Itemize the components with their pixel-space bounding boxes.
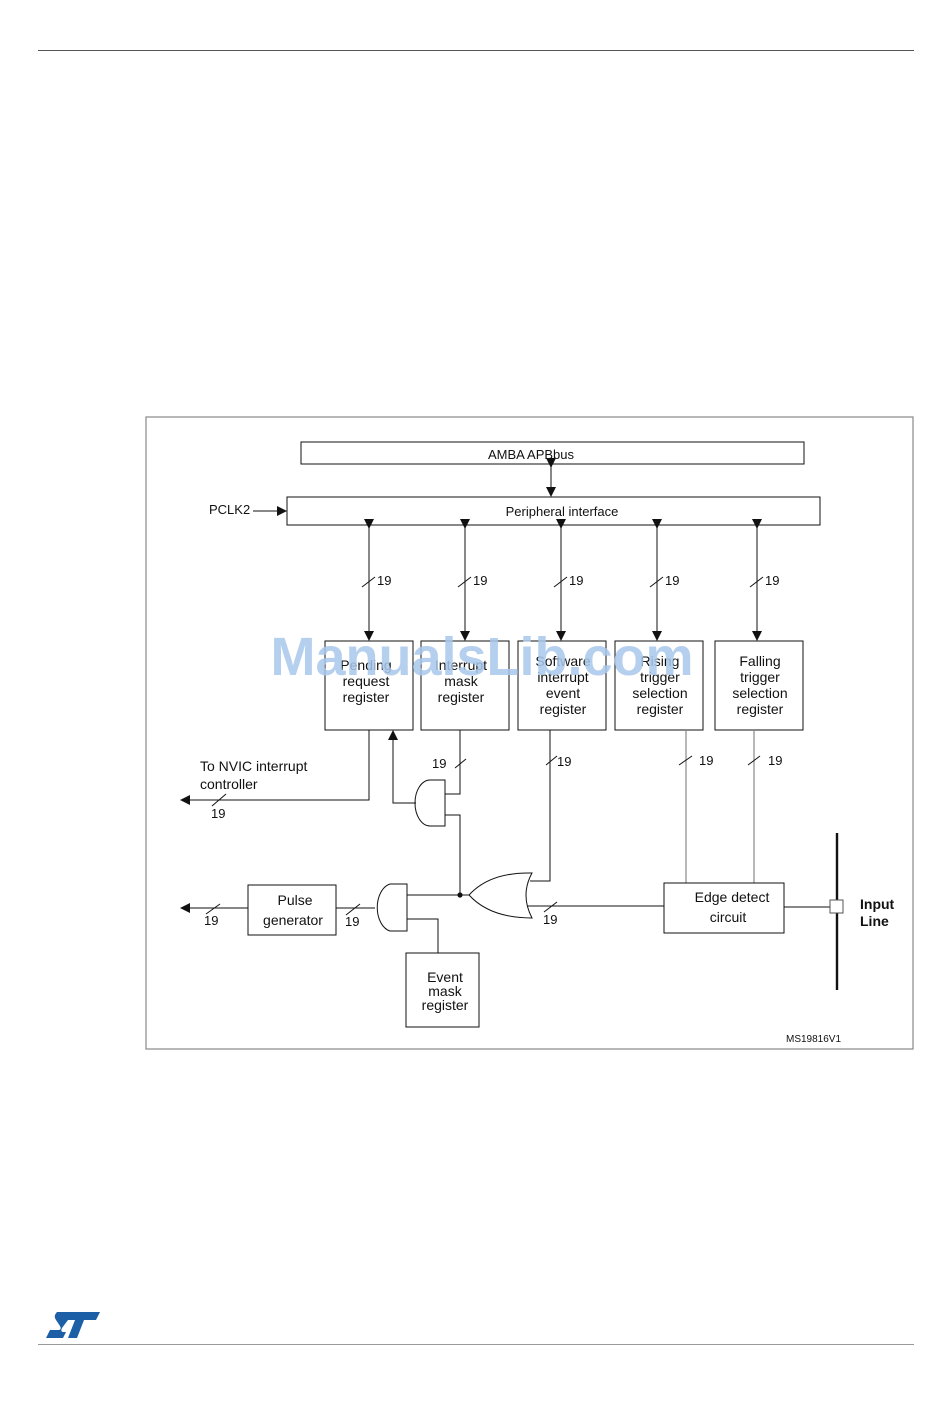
and-to-pending-wire [388,730,416,804]
rising-trigger-register-label-line-1: Rising [641,653,680,669]
pending-register-label-line-2: request [343,673,390,689]
amba-bus-label: AMBA APBbus [488,447,574,462]
event-mask-line-2: mask [428,983,462,999]
bus-slash [545,755,558,766]
interrupt-mask-register-box [420,640,510,731]
width-label: 19 [768,753,782,768]
and-gate-event [376,883,408,932]
edge-detect-box [663,882,785,934]
width-label: 19 [665,573,679,588]
bus-slash [553,576,568,588]
interrupt-mask-register-label-line-3: register [438,689,485,705]
rising-trigger-register-label-line-4: register [637,701,684,717]
nvic-label-line-2: controller [200,776,258,792]
falling-trigger-register-label-line-1: Falling [739,653,780,669]
event-mask-line-3: register [422,997,469,1013]
edge-detect-line-2: circuit [710,909,747,925]
bottom-rule [38,1344,914,1345]
rising-trigger-register-box [614,640,704,731]
bus-slash [749,576,764,588]
or-to-and-wire [445,814,461,895]
pulse-generator-box [247,884,337,936]
bus-slash [205,903,221,915]
edge-detect-line-1: Edge detect [695,889,770,905]
software-interrupt-register-label-line-3: event [546,685,580,701]
rising-trigger-register-label-line-2: trigger [640,669,680,685]
bus-slash [678,755,693,766]
bus-slash [345,903,361,916]
input-line-label-2: Line [860,913,889,929]
width-label: 19 [204,913,218,928]
bus-slash [454,758,467,769]
bus-slash [457,576,472,588]
st-logo [46,1312,100,1338]
pending-register-box [324,640,414,731]
width-label: 19 [765,573,779,588]
falling-trigger-register-label-line-4: register [737,701,784,717]
falling-trigger-register-label-line-2: trigger [740,669,780,685]
bus-slash [649,576,664,588]
bus-slash [747,755,761,766]
and-gate-interrupt [414,779,446,827]
figure-frame [145,416,914,1050]
pending-register-label-line-1: Pending [340,657,391,673]
or-gate [468,872,533,919]
watermark: ManualsLib.com [270,627,693,687]
nvic-label-line-1: To NVIC interrupt [200,758,307,774]
pending-register-label-line-3: register [343,689,390,705]
width-label: 19 [699,753,713,768]
width-label: 19 [543,912,557,927]
pending-to-nvic-wire [180,730,370,805]
event-mask-to-and-wire [407,918,439,953]
software-interrupt-register-label-line-1: Software [535,653,590,669]
software-interrupt-register-label-line-2: interrupt [537,669,588,685]
rising-trigger-register-label-line-3: selection [632,685,687,701]
figure-id: MS19816V1 [786,1034,841,1045]
pulse-generator-line-1: Pulse [277,892,312,908]
width-label: 19 [345,914,359,929]
width-label: 19 [432,756,446,771]
width-label: 19 [569,573,583,588]
peripheral-interface-box [286,496,821,526]
input-line-label-1: Input [860,896,895,912]
pclk2-label: PCLK2 [209,502,250,517]
event-mask-line-1: Event [427,969,463,985]
software-interrupt-register-box [517,640,607,731]
bus-slash [211,793,227,807]
bus-slash [361,576,376,588]
bus-slash [543,901,558,913]
interrupt-mask-register-label-line-2: mask [444,673,478,689]
width-label: 19 [211,806,225,821]
peripheral-interface-label: Peripheral interface [506,504,619,519]
falling-trigger-register-label-line-3: selection [732,685,787,701]
width-label: 19 [473,573,487,588]
imr-to-and-wire [445,730,461,795]
input-pin [829,899,844,914]
event-mask-register-box [405,952,480,1028]
swier-to-or-wire [530,730,551,882]
software-interrupt-register-label-line-4: register [540,701,587,717]
pulse-generator-line-2: generator [263,912,323,928]
width-label: 19 [557,754,571,769]
falling-trigger-register-box [714,640,804,731]
top-rule [38,50,914,51]
interrupt-mask-register-label-line-1: Interrupt [435,657,487,673]
width-label: 19 [377,573,391,588]
